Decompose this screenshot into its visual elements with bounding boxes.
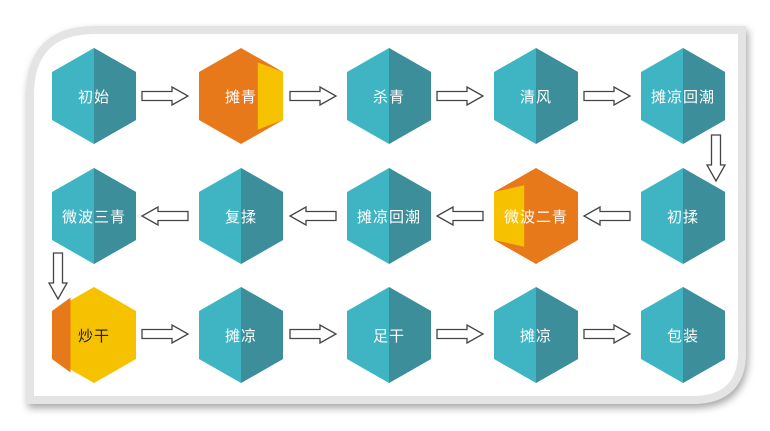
- hexagon-shade: [536, 48, 578, 144]
- step-node-first-rolling: 初揉: [641, 168, 725, 264]
- step-node-air-cooling: 清风: [494, 48, 578, 144]
- arrow-left-icon: [435, 205, 484, 227]
- arrow-left-icon: [140, 205, 189, 227]
- step-label: 复揉: [224, 207, 257, 226]
- step-node-cooling-2: 摊凉: [494, 287, 578, 383]
- hexagon-shape: [494, 168, 578, 264]
- arrow-left-icon: [582, 205, 631, 227]
- hexagon-shape: [347, 287, 431, 383]
- hexagon-shade: [389, 48, 431, 144]
- hexagon-shade: [257, 62, 283, 130]
- step-label: 摊凉回潮: [650, 87, 715, 106]
- step-label: 摊青: [224, 87, 257, 106]
- hexagon-shape: [641, 287, 725, 383]
- arrow-down-icon: [705, 134, 727, 183]
- hexagon-shape: [494, 287, 578, 383]
- step-node-packaging: 包装: [641, 287, 725, 383]
- step-label: 微波二青: [503, 207, 568, 226]
- step-label: 初揉: [666, 207, 699, 226]
- step-label: 清风: [519, 87, 552, 106]
- arrow-right-icon: [436, 323, 485, 345]
- hexagon-shade: [94, 168, 136, 264]
- hexagon-shade: [94, 48, 136, 144]
- hexagon-shape: [347, 48, 431, 144]
- hexagon-shape: [199, 48, 283, 144]
- arrow-shape: [705, 134, 727, 183]
- arrow-shape: [583, 323, 632, 345]
- step-node-cooling-1: 摊凉: [199, 287, 283, 383]
- step-node-spreading: 摊青: [199, 48, 283, 144]
- hexagon-shape: [199, 287, 283, 383]
- arrow-right-icon: [289, 323, 338, 345]
- hexagon-shape: [641, 168, 725, 264]
- hexagon-shade: [389, 168, 431, 264]
- arrow-shape: [436, 85, 485, 107]
- arrow-shape: [140, 205, 189, 227]
- arrow-shape: [583, 85, 632, 107]
- arrow-right-icon: [436, 85, 485, 107]
- step-node-cool-rehumidify-2: 摊凉回潮: [347, 168, 431, 264]
- step-label: 炒干: [77, 326, 110, 345]
- arrow-right-icon: [141, 85, 190, 107]
- hexagon-shape: [347, 168, 431, 264]
- hexagon-shade: [389, 287, 431, 383]
- step-label: 微波三青: [61, 207, 126, 226]
- arrow-shape: [289, 323, 338, 345]
- hexagon-shape: [52, 287, 136, 383]
- hexagon-shape: [199, 168, 283, 264]
- hexagon-shade: [683, 48, 725, 144]
- arrow-shape: [288, 205, 337, 227]
- step-label: 摊凉回潮: [356, 207, 421, 226]
- step-node-fixing: 杀青: [347, 48, 431, 144]
- step-node-cool-rehumidify-1: 摊凉回潮: [641, 48, 725, 144]
- hexagon-shade: [536, 287, 578, 383]
- arrow-down-icon: [47, 252, 69, 301]
- step-label: 包装: [666, 326, 699, 345]
- hexagon-face: [52, 287, 136, 383]
- step-node-microwave-second: 微波二青: [494, 168, 578, 264]
- step-label: 初始: [77, 87, 110, 106]
- hexagon-shade: [241, 168, 283, 264]
- hexagon-shade: [683, 287, 725, 383]
- arrow-right-icon: [583, 85, 632, 107]
- step-node-second-rolling: 复揉: [199, 168, 283, 264]
- arrow-left-icon: [288, 205, 337, 227]
- arrow-shape: [141, 85, 190, 107]
- step-node-initial: 初始: [52, 48, 136, 144]
- step-label: 杀青: [372, 87, 405, 106]
- hexagon-shade: [683, 168, 725, 264]
- step-node-full-drying: 足干: [347, 287, 431, 383]
- hexagon-shade: [52, 297, 71, 373]
- hexagon-shape: [52, 168, 136, 264]
- hexagon-shape: [52, 48, 136, 144]
- step-label: 足干: [372, 326, 405, 345]
- arrow-shape: [47, 252, 69, 301]
- step-label: 摊凉: [224, 326, 257, 345]
- step-node-microwave-third: 微波三青: [52, 168, 136, 264]
- arrow-shape: [141, 323, 190, 345]
- arrow-right-icon: [583, 323, 632, 345]
- hexagon-shade: [494, 185, 525, 247]
- arrow-shape: [582, 205, 631, 227]
- hexagon-shape: [641, 48, 725, 144]
- step-label: 摊凉: [519, 326, 552, 345]
- arrow-shape: [435, 205, 484, 227]
- hexagon-shade: [241, 287, 283, 383]
- step-node-pan-drying: 炒干: [52, 287, 136, 383]
- arrow-right-icon: [289, 85, 338, 107]
- arrow-shape: [436, 323, 485, 345]
- hexagon-shape: [494, 48, 578, 144]
- arrow-right-icon: [141, 323, 190, 345]
- arrow-shape: [289, 85, 338, 107]
